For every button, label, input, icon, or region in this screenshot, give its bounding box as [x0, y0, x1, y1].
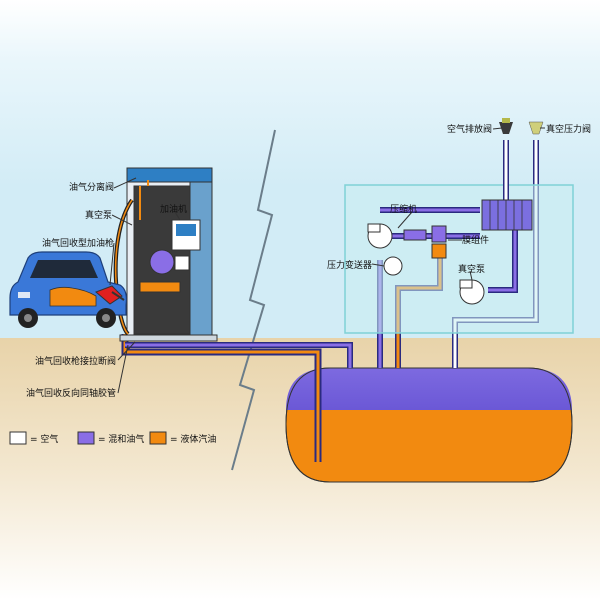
legend-text-air: = 空气 — [30, 433, 58, 445]
legend-item-gasoline: = 液体汽油 — [149, 431, 216, 445]
legend-text-gasoline: = 液体汽油 — [170, 433, 216, 445]
car — [9, 251, 127, 328]
label-coaxial-hose: 油气回收反向同轴胶管 — [26, 387, 116, 399]
label-vacuum-pump-left: 真空泵 — [85, 209, 112, 221]
membrane-module — [481, 199, 533, 231]
label-air-vent-valve: 空气排放阀 — [447, 123, 492, 135]
fuel-dispenser — [119, 167, 218, 342]
leader-lines — [109, 127, 545, 394]
air-vent-valve — [499, 118, 513, 134]
legend-text-vapor: = 混和油气 — [98, 433, 144, 445]
legend-item-vapor: = 混和油气 — [77, 431, 144, 445]
fuel-nozzle — [95, 285, 125, 305]
underground-tank — [285, 367, 573, 483]
legend-item-air: = 空气 — [9, 431, 58, 445]
compressor — [367, 223, 447, 259]
label-breakaway-valve: 油气回收枪接拉断阀 — [35, 355, 116, 367]
label-vacuum-pump-right: 真空泵 — [458, 263, 485, 275]
section-break-line — [231, 129, 276, 471]
vacuum-pressure-valve — [528, 121, 544, 135]
legend: = 空气 = 混和油气 = 液体汽油 — [9, 431, 216, 445]
label-vapor-recovery-nozzle: 油气回收型加油枪 — [42, 237, 114, 249]
label-compressor: 压缩机 — [390, 203, 417, 215]
label-vapor-separation-valve: 油气分离阀 — [69, 181, 114, 193]
coaxial-pipe-to-tank — [121, 334, 353, 462]
vacuum-pump-right — [459, 279, 485, 305]
label-membrane: 膜组件 — [462, 234, 489, 246]
label-dispenser: 加油机 — [160, 203, 187, 215]
label-pressure-transmitter: 压力变送器 — [327, 259, 372, 271]
pressure-transmitter — [383, 256, 403, 276]
label-vacuum-pressure-valve: 真空压力阀 — [546, 123, 591, 135]
equipment-piping — [380, 140, 518, 293]
